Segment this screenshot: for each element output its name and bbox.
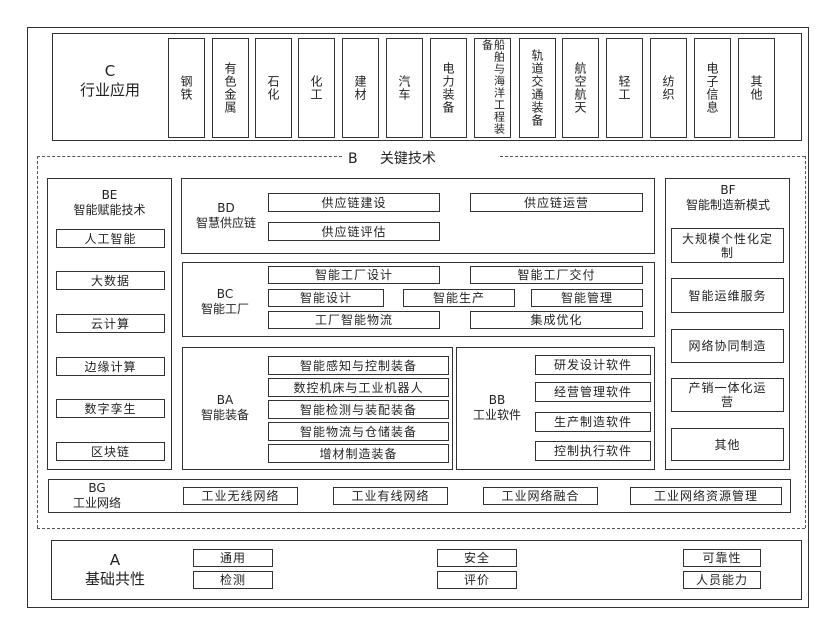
section-bc-label: BC 智能工厂 <box>182 287 268 317</box>
a-title: 基础共性 <box>84 570 145 588</box>
section-bd <box>181 178 655 254</box>
a-item-reliability: 可靠性 <box>683 549 761 567</box>
bd-code: BD <box>217 201 235 215</box>
bg-item-wireless: 工业无线网络 <box>183 487 298 505</box>
bb-item-business-mgmt: 经营管理软件 <box>535 382 651 402</box>
section-b-label: B 关键技术 <box>348 148 498 168</box>
bc-item-factory-delivery: 智能工厂交付 <box>470 266 643 284</box>
bd-item-construction: 供应链建设 <box>268 193 440 212</box>
a-item-evaluation: 评价 <box>437 571 517 589</box>
a-item-testing: 检测 <box>193 571 273 589</box>
dash-right <box>805 156 806 528</box>
be-item-blockchain: 区块链 <box>56 442 165 461</box>
section-bf <box>665 178 790 470</box>
ba-code: BA <box>216 393 234 407</box>
section-be-label: BE 智能赋能技术 <box>47 188 172 218</box>
bd-item-operation: 供应链运营 <box>470 193 643 212</box>
section-c-code: C <box>104 62 116 80</box>
industry-automotive: 汽车 <box>386 38 423 138</box>
industry-electronics: 电子信息 <box>694 38 731 138</box>
industry-light: 轻工 <box>606 38 643 138</box>
be-code: BE <box>101 188 118 202</box>
be-title: 智能赋能技术 <box>73 203 146 217</box>
industry-building-materials: 建材 <box>342 38 379 138</box>
section-bf-label: BF 智能制造新模式 <box>685 183 771 213</box>
bf-title: 智能制造新模式 <box>685 198 770 212</box>
bd-title: 智慧供应链 <box>195 216 256 230</box>
industry-rail: 轨道交通装备 <box>519 38 556 138</box>
bg-code: BG <box>88 481 106 495</box>
bb-item-rd-design: 研发设计软件 <box>535 355 651 375</box>
section-ba-label: BA 智能装备 <box>182 393 268 423</box>
ba-item-inspection-assembly: 智能检测与装配装备 <box>268 400 449 419</box>
be-item-cloud: 云计算 <box>56 314 165 333</box>
section-c-title: 行业应用 <box>79 81 140 99</box>
section-b-code: B <box>348 151 358 167</box>
industry-petrochemical: 石化 <box>255 38 292 138</box>
bf-item-smart-maintenance: 智能运维服务 <box>671 278 784 313</box>
ba-title: 智能装备 <box>200 408 249 422</box>
section-c-label: C 行业应用 <box>60 62 160 100</box>
bb-item-production: 生产制造软件 <box>535 412 651 432</box>
ba-item-additive: 增材制造装备 <box>268 444 449 463</box>
bg-item-wired: 工业有线网络 <box>333 487 448 505</box>
bf-item-other: 其他 <box>671 428 784 461</box>
bf-code: BF <box>720 183 736 197</box>
bc-item-smart-design: 智能设计 <box>268 289 384 307</box>
bb-title: 工业软件 <box>472 408 521 422</box>
be-item-ai: 人工智能 <box>56 229 165 248</box>
industry-ship-ocean: 船舶与海洋工程装备 <box>474 38 511 138</box>
be-item-digital-twin: 数字孪生 <box>56 399 165 418</box>
industry-aerospace: 航空航天 <box>562 38 599 138</box>
section-bg-label: BG 工业网络 <box>52 481 142 511</box>
bg-title: 工业网络 <box>72 496 121 510</box>
bf-item-mass-customization: 大规模个性化定制 <box>671 228 784 263</box>
bg-item-fusion: 工业网络融合 <box>483 487 598 505</box>
section-a <box>51 540 802 600</box>
bc-title: 智能工厂 <box>200 302 249 316</box>
dash-top-right <box>500 156 805 157</box>
industry-textile: 纺织 <box>650 38 687 138</box>
section-a-label: A 基础共性 <box>60 551 170 589</box>
bc-item-factory-logistics: 工厂智能物流 <box>268 311 440 329</box>
a-item-personnel: 人员能力 <box>683 571 761 589</box>
dash-bottom <box>37 528 805 529</box>
industry-nonferrous: 有色金属 <box>212 38 249 138</box>
bb-code: BB <box>488 393 506 407</box>
bd-item-evaluation: 供应链评估 <box>268 222 440 241</box>
bc-item-integration: 集成优化 <box>470 311 643 329</box>
ba-item-logistics-storage: 智能物流与仓储装备 <box>268 422 449 441</box>
a-item-safety: 安全 <box>437 549 517 567</box>
industry-chemical: 化工 <box>298 38 335 138</box>
bc-item-smart-management: 智能管理 <box>531 289 643 307</box>
bf-item-production-sales: 产销一体化运营 <box>671 378 784 412</box>
section-c <box>52 33 802 141</box>
industry-steel: 钢铁 <box>168 38 205 138</box>
industry-power-equipment: 电力装备 <box>430 38 467 138</box>
section-bd-label: BD 智慧供应链 <box>182 201 270 231</box>
a-item-general: 通用 <box>193 549 273 567</box>
be-item-edge: 边缘计算 <box>56 357 165 376</box>
dash-left <box>37 156 38 528</box>
a-code: A <box>109 551 121 569</box>
ba-item-sensing-control: 智能感知与控制装备 <box>268 356 449 375</box>
dash-top-left <box>37 156 342 157</box>
bb-item-control-execution: 控制执行软件 <box>535 441 651 461</box>
ba-item-cnc-robot: 数控机床与工业机器人 <box>268 378 449 397</box>
industry-other: 其他 <box>738 38 775 138</box>
bf-item-network-collab: 网络协同制造 <box>671 329 784 363</box>
bc-item-factory-design: 智能工厂设计 <box>268 266 440 284</box>
bg-item-resource-mgmt: 工业网络资源管理 <box>630 487 782 505</box>
bc-item-smart-production: 智能生产 <box>403 289 515 307</box>
be-item-big-data: 大数据 <box>56 271 165 290</box>
section-bb-label: BB 工业软件 <box>458 393 536 423</box>
bc-code: BC <box>216 287 234 301</box>
section-b-title: 关键技术 <box>379 151 436 167</box>
